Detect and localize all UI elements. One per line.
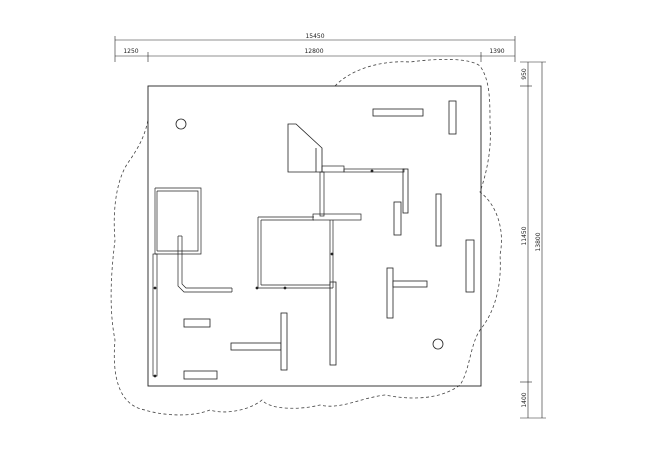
wall-center-right-small	[393, 201, 402, 236]
dim-top-right: 1390	[489, 48, 504, 55]
dim-right-bottom: 1400	[521, 392, 528, 407]
wall-t-vertical	[386, 267, 394, 319]
dim-right-top: 950	[521, 68, 528, 80]
wall-t-horizontal	[392, 280, 428, 288]
wall-right-edge-vertical	[465, 239, 475, 293]
wall-center-vertical	[329, 281, 337, 366]
wall-top-right-vertical	[448, 100, 457, 135]
dim-top-overall: 15450	[305, 33, 324, 40]
top-dimension-group	[114, 36, 516, 62]
node-dots	[153, 169, 374, 378]
wall-bottom-left-long	[183, 370, 218, 380]
wall-blocks	[183, 100, 475, 380]
wall-bottom-horizontal	[230, 342, 282, 351]
dim-top-middle: 12800	[304, 48, 323, 55]
wedge-block	[287, 123, 323, 173]
wall-center-right-vertical	[402, 168, 409, 214]
wall-bottom-vertical	[280, 312, 288, 371]
right-dimension-group	[520, 61, 546, 419]
building-outline	[147, 85, 482, 387]
dashed-landscape-outline	[110, 58, 502, 416]
thin-walls	[152, 165, 405, 377]
dim-top-left: 1250	[123, 48, 138, 55]
wall-bottom-left-small	[183, 318, 211, 328]
dim-right-middle: 11450	[521, 226, 528, 245]
circle-bottom-right	[432, 338, 444, 350]
dim-right-overall: 13800	[535, 232, 542, 251]
wall-top-horizontal	[372, 108, 424, 117]
circle-top-left	[175, 118, 187, 130]
wall-right-thin-vertical	[435, 193, 442, 247]
